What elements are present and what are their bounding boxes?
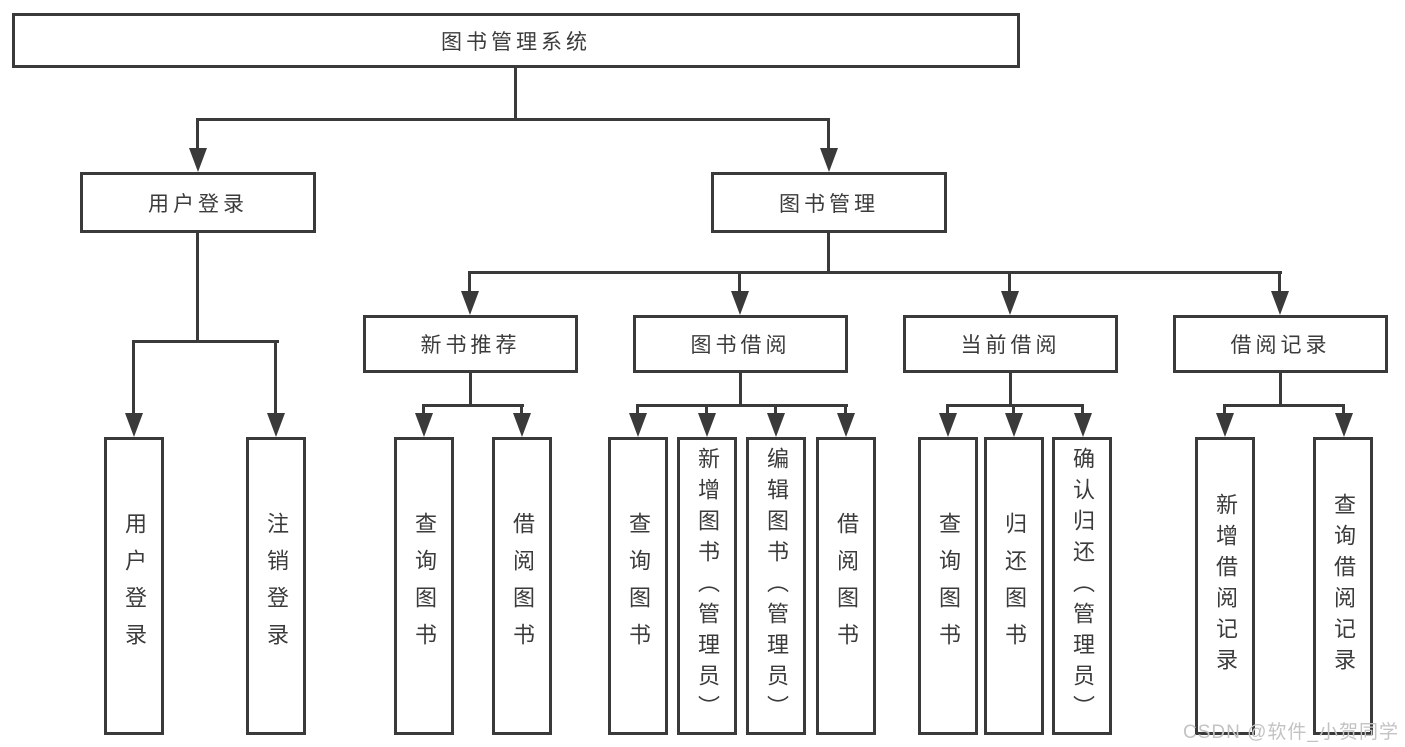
arrowhead-icon (513, 413, 531, 437)
connector-line (196, 233, 199, 343)
node-label: 图书管理系统 (441, 30, 591, 54)
arrowhead-icon (767, 413, 785, 437)
arrowhead-icon (1005, 413, 1023, 437)
node-label: 新书推荐 (420, 334, 521, 357)
connector-line (1009, 373, 1012, 407)
node-user-login: 用户登录 (80, 172, 316, 233)
arrowhead-icon (731, 291, 749, 315)
connector-line (827, 118, 830, 152)
connector-line (469, 373, 472, 407)
connector-line (196, 118, 830, 121)
node-current-borrow: 当前借阅 (903, 315, 1118, 373)
leaf-label: 借阅图书 (510, 512, 535, 660)
arrowhead-icon (461, 291, 479, 315)
csdn-watermark: CSDN @软件_小贺同学 (1183, 722, 1399, 743)
leaf-label: 查询图书 (936, 512, 961, 660)
arrowhead-icon (1216, 413, 1234, 437)
connector-line (274, 340, 277, 415)
arrowhead-icon (125, 413, 143, 437)
node-book-borrow: 图书借阅 (633, 315, 848, 373)
leaf-label: 编辑图书（管理员） (764, 446, 789, 726)
leaf-query-borrow-record: 查询借阅记录 (1313, 437, 1373, 735)
leaf-label: 查询图书 (412, 512, 437, 660)
arrowhead-icon (698, 413, 716, 437)
arrowhead-icon (1335, 413, 1353, 437)
connector-line (1342, 404, 1345, 416)
leaf-query-book: 查询图书 (918, 437, 978, 735)
connector-line (946, 404, 949, 416)
connector-line (636, 404, 848, 407)
connector-line (196, 118, 199, 152)
leaf-edit-book-admin: 编辑图书（管理员） (746, 437, 806, 735)
arrowhead-icon (189, 148, 207, 172)
connector-line (946, 404, 1084, 407)
leaf-confirm-return-admin: 确认归还（管理员） (1052, 437, 1112, 735)
leaf-label: 查询借阅记录 (1331, 493, 1356, 679)
connector-line (738, 271, 741, 293)
arrowhead-icon (267, 413, 285, 437)
leaf-label: 查询图书 (626, 512, 651, 660)
connector-line (636, 404, 639, 416)
node-label: 用户登录 (148, 192, 248, 216)
connector-line (1223, 404, 1226, 416)
connector-line (422, 404, 524, 407)
connector-line (1008, 271, 1011, 293)
connector-line (739, 373, 742, 407)
leaf-borrow-book: 借阅图书 (492, 437, 552, 735)
connector-line (520, 404, 523, 416)
connector-line (774, 404, 777, 416)
arrowhead-icon (837, 413, 855, 437)
arrowhead-icon (939, 413, 957, 437)
leaf-logout: 注销登录 (246, 437, 306, 735)
connector-line (468, 271, 471, 293)
connector-line (132, 340, 135, 415)
leaf-label: 归还图书 (1002, 512, 1027, 660)
leaf-label: 用户登录 (122, 512, 147, 660)
node-new-book-recommend: 新书推荐 (363, 315, 578, 373)
leaf-label: 注销登录 (264, 512, 289, 660)
connector-line (1223, 404, 1345, 407)
node-library-system: 图书管理系统 (12, 13, 1020, 68)
leaf-user-login: 用户登录 (104, 437, 164, 735)
node-label: 借阅记录 (1230, 334, 1331, 357)
connector-line (1081, 404, 1084, 416)
arrowhead-icon (1001, 291, 1019, 315)
connector-line (422, 404, 425, 416)
connector-line (705, 404, 708, 416)
connector-line (133, 340, 279, 343)
node-borrow-record: 借阅记录 (1173, 315, 1388, 373)
node-label: 当前借阅 (960, 334, 1061, 357)
leaf-label: 确认归还（管理员） (1070, 446, 1095, 726)
node-book-management: 图书管理 (711, 172, 947, 233)
leaf-label: 新增图书（管理员） (695, 446, 720, 726)
node-label: 图书管理 (779, 192, 879, 216)
leaf-label: 借阅图书 (834, 512, 859, 660)
connector-line (1279, 373, 1282, 407)
leaf-borrow-book: 借阅图书 (816, 437, 876, 735)
connector-line (1012, 404, 1015, 416)
arrowhead-icon (820, 148, 838, 172)
leaf-add-book-admin: 新增图书（管理员） (677, 437, 737, 735)
leaf-label: 新增借阅记录 (1213, 493, 1238, 679)
connector-line (844, 404, 847, 416)
leaf-add-borrow-record: 新增借阅记录 (1195, 437, 1255, 735)
arrowhead-icon (629, 413, 647, 437)
connector-line (514, 68, 517, 121)
leaf-query-book: 查询图书 (608, 437, 668, 735)
connector-line (1278, 271, 1281, 293)
leaf-return-book: 归还图书 (984, 437, 1044, 735)
connector-line (469, 271, 1282, 274)
arrowhead-icon (1271, 291, 1289, 315)
node-label: 图书借阅 (690, 334, 791, 357)
leaf-query-book: 查询图书 (394, 437, 454, 735)
arrowhead-icon (1074, 413, 1092, 437)
arrowhead-icon (415, 413, 433, 437)
connector-line (827, 233, 830, 274)
